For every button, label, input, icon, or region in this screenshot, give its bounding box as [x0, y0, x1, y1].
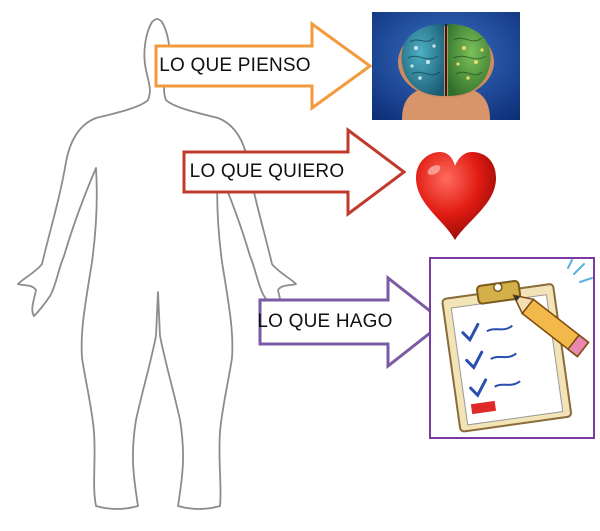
arrow-label-piensa: LO QUE PIENSO — [159, 55, 311, 76]
arrow-hago — [258, 274, 447, 370]
clipboard-checklist-icon — [429, 257, 595, 439]
brain-icon — [372, 12, 520, 120]
heart-icon — [416, 152, 496, 240]
arrow-quiero — [182, 127, 407, 217]
arrow-label-hago: LO QUE HAGO — [257, 311, 393, 332]
arrow-label-quiero: LO QUE QUIERO — [189, 161, 345, 182]
arrow-piensa — [154, 21, 373, 111]
